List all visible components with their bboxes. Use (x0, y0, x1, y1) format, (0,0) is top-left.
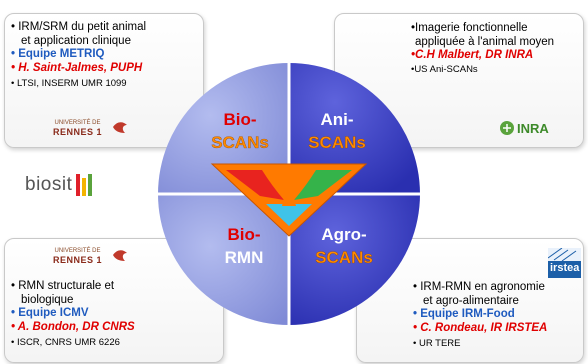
tl-line-5: • LTSI, INSERM UMR 1099 (11, 78, 127, 89)
label-tl-1: Bio- (223, 110, 256, 129)
br-line-3: • Equipe IRM-Food (413, 308, 515, 320)
rennes-logo-bottom: UNIVERSITÉ DE RENNES 1 (53, 248, 103, 265)
rennes-emblem-top (113, 122, 127, 133)
br-line-4: • C. Rondeau, IR IRSTEA (413, 321, 548, 334)
tl-line-2: et application clinique (21, 34, 131, 47)
quadrant-bottom-left (158, 194, 289, 325)
label-bl-1: Bio- (227, 225, 260, 244)
bl-line-1: • RMN structurale et (11, 280, 115, 292)
card-top-left-text: • IRM/SRM du petit animal et application… (11, 21, 146, 91)
label-br-1: Agro- (321, 225, 366, 244)
inra-logo: INRA (499, 120, 549, 136)
irstea-logo-text: irstea (550, 262, 580, 274)
label-tr-1: Ani- (320, 110, 353, 129)
card-bottom-right-text: • IRM-RMN en agronomie et agro-alimentai… (413, 281, 547, 351)
bl-line-3: • Equipe ICMV (11, 307, 89, 319)
tl-line-3: • Equipe METRIQ (11, 48, 105, 60)
bl-line-4: • A. Bondon, DR CNRS (11, 320, 135, 333)
tl-line-1: • IRM/SRM du petit animal (11, 21, 147, 33)
biosit-logo-text: biosit (25, 174, 73, 195)
label-bl-2: RMN (225, 248, 264, 267)
irstea-logo: irstea (548, 248, 581, 278)
label-tr-2: SCANs (308, 133, 366, 152)
card-top-right-text: •Imagerie fonctionnelle appliquée à l'an… (411, 22, 554, 76)
quadrant-top-left (158, 63, 289, 194)
label-tl-2: SCANs (211, 133, 269, 152)
quadrant-bottom-right (289, 194, 420, 325)
quadrant-top-right (289, 63, 420, 194)
br-line-5: • UR TERE (413, 338, 461, 349)
card-top-left: • IRM/SRM du petit animal et application… (4, 13, 204, 148)
tr-line-3: •C.H Malbert, DR INRA (411, 49, 534, 61)
rennes-logo-top: UNIVERSITÉ DE RENNES 1 (53, 120, 103, 137)
inra-logo-text: INRA (517, 120, 549, 136)
tr-line-4: •US Ani-SCANs (411, 63, 478, 75)
br-line-2: et agro-alimentaire (423, 294, 519, 307)
bl-line-5: • ISCR, CNRS UMR 6226 (11, 337, 120, 348)
irstea-lines-icon (548, 248, 577, 261)
tl-line-4: • H. Saint-Jalmes, PUPH (11, 61, 143, 74)
inra-leaf-icon (500, 121, 514, 135)
biosit-logo: biosit (25, 172, 94, 198)
rennes-emblem-bottom (113, 250, 127, 261)
biosit-bars-icon (76, 174, 93, 196)
br-line-1: • IRM-RMN en agronomie (413, 281, 545, 293)
card-bottom-left-text: • RMN structurale et biologique • Equipe… (11, 280, 135, 350)
tr-line-1: •Imagerie fonctionnelle (411, 22, 528, 34)
bl-line-2: biologique (21, 293, 74, 306)
tr-line-2: appliquée à l'animal moyen (415, 35, 555, 48)
label-br-2: SCANs (315, 248, 373, 267)
central-emblem (210, 163, 368, 237)
